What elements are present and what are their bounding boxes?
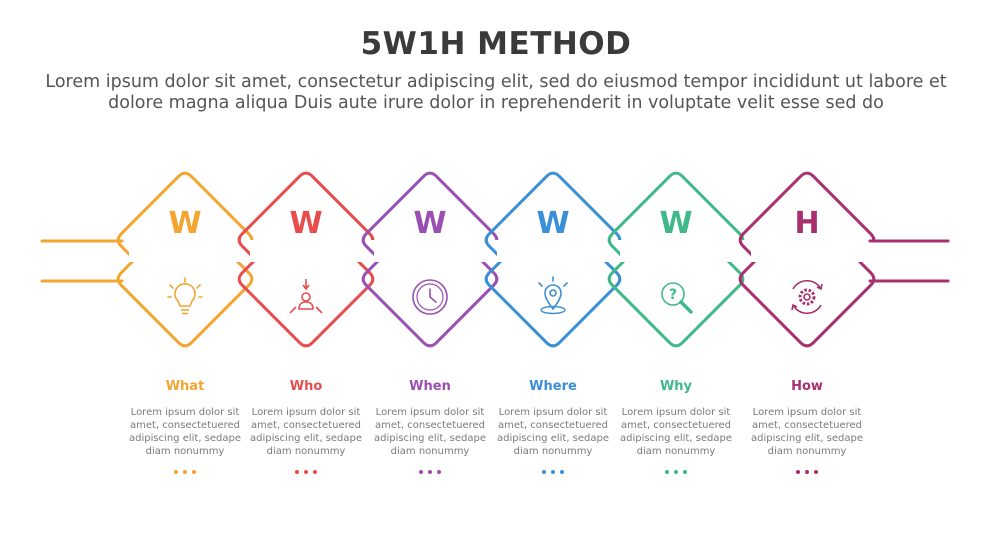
item-dots — [747, 470, 867, 474]
lower-diamond — [237, 240, 375, 348]
item-letter: W — [536, 206, 569, 241]
page-title: 5W1H METHOD — [360, 26, 632, 62]
clock-icon — [412, 279, 448, 315]
dot — [796, 470, 800, 474]
lower-diamond — [607, 240, 745, 348]
item-letter: W — [289, 206, 322, 241]
item-who-shape: W — [237, 171, 375, 348]
item-dots — [616, 470, 736, 474]
item-description: Lorem ipsum dolor sit amet, consectetuer… — [128, 407, 242, 457]
dot — [560, 470, 564, 474]
item-when-shape: W — [361, 171, 499, 348]
dot — [542, 470, 546, 474]
dot — [674, 470, 678, 474]
item-label: When — [409, 379, 451, 394]
dot — [551, 470, 555, 474]
item-description: Lorem ipsum dolor sit amet, consectetuer… — [496, 407, 610, 457]
lower-diamond — [116, 240, 254, 348]
item-label: Who — [289, 379, 323, 394]
item-dots — [370, 470, 490, 474]
item-where-shape: W — [484, 171, 622, 348]
dot — [683, 470, 687, 474]
dot — [313, 470, 317, 474]
dot — [419, 470, 423, 474]
lightbulb-icon — [167, 277, 203, 315]
gear-cycle-icon — [791, 280, 823, 314]
dot — [295, 470, 299, 474]
item-dots — [493, 470, 613, 474]
person-focus-icon — [289, 279, 323, 314]
item-how-shape: H — [738, 171, 876, 348]
item-description: Lorem ipsum dolor sit amet, consectetuer… — [373, 407, 487, 457]
item-label: Why — [659, 379, 693, 394]
dot — [174, 470, 178, 474]
dot — [183, 470, 187, 474]
item-label: What — [165, 379, 205, 394]
item-label: Where — [529, 379, 577, 394]
dot — [428, 470, 432, 474]
dot — [814, 470, 818, 474]
question-magnifier-icon: ? — [661, 282, 693, 314]
item-description: Lorem ipsum dolor sit amet, consectetuer… — [750, 407, 864, 457]
item-why-shape: W? — [607, 171, 745, 348]
item-letter: W — [413, 206, 446, 241]
dot — [665, 470, 669, 474]
item-dots — [246, 470, 366, 474]
lower-diamond — [361, 240, 499, 348]
item-what-shape: W — [116, 171, 254, 348]
dot — [304, 470, 308, 474]
item-description: Lorem ipsum dolor sit amet, consectetuer… — [619, 407, 733, 457]
lower-diamond — [738, 240, 876, 348]
lower-diamond — [484, 240, 622, 348]
svg-text:?: ? — [669, 287, 677, 303]
item-description: Lorem ipsum dolor sit amet, consectetuer… — [249, 407, 363, 457]
dot — [437, 470, 441, 474]
item-label: How — [791, 379, 823, 394]
item-letter: W — [659, 206, 692, 241]
dot — [805, 470, 809, 474]
item-letter: H — [794, 206, 819, 241]
item-letter: W — [168, 206, 201, 241]
page-subtitle: Lorem ipsum dolor sit amet, consectetur … — [45, 72, 947, 113]
dot — [192, 470, 196, 474]
location-pin-icon — [538, 276, 568, 315]
item-dots — [125, 470, 245, 474]
